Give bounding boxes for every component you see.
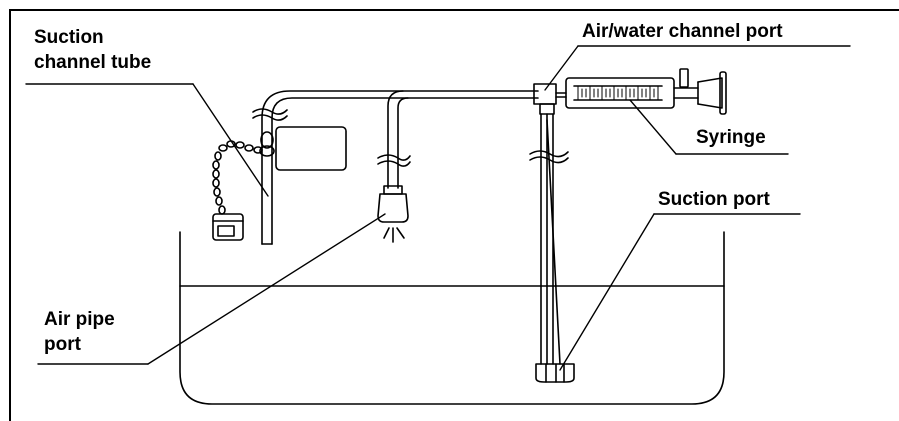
- frame-left-border: [9, 9, 11, 421]
- suction-channel-tube: [252, 90, 539, 245]
- chain-icon: [212, 131, 275, 241]
- label-suction-channel-tube-line2: channel tube: [34, 52, 152, 73]
- label-suction-port: Suction port: [658, 189, 770, 210]
- label-suction-channel-tube-line1: Suction: [34, 27, 104, 48]
- syringe-graduations: [577, 85, 659, 101]
- label-air-water-channel-port: Air/water channel port: [582, 21, 783, 42]
- syringe-icon: [555, 68, 727, 115]
- tag-card: [275, 126, 347, 171]
- label-air-pipe-port-line2: port: [44, 334, 81, 355]
- label-syringe: Syringe: [696, 127, 766, 148]
- air-pipe: [377, 90, 411, 243]
- frame-top-border: [9, 9, 899, 11]
- callout-lines: [25, 45, 851, 371]
- air-water-port-assembly: [529, 83, 575, 383]
- water-basin: [179, 231, 725, 405]
- label-air-pipe-port-line1: Air pipe: [44, 309, 115, 330]
